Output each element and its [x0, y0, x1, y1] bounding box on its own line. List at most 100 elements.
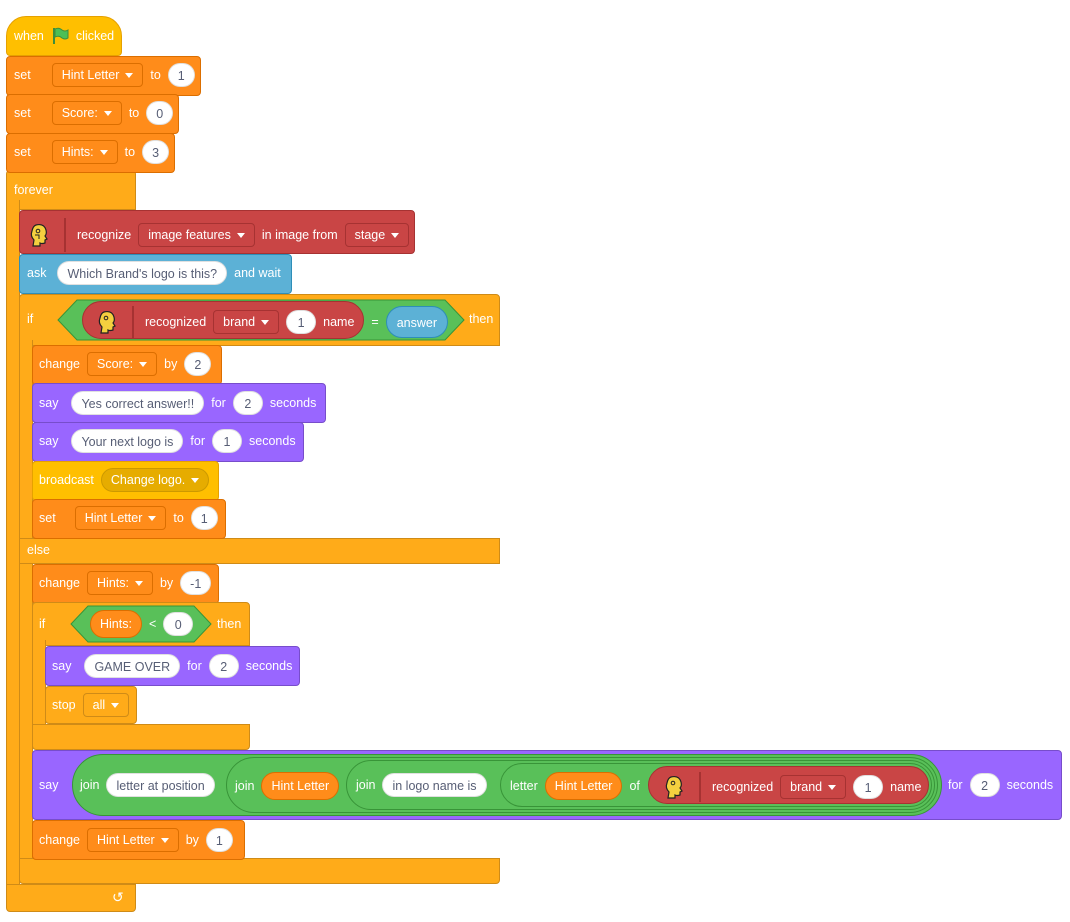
change-hint-row: change Hint Letter by 1 — [39, 828, 233, 852]
say-hint-label-row: say — [39, 778, 58, 792]
dropdown-caret-icon — [828, 784, 837, 790]
message-dropdown[interactable]: Change logo. — [100, 468, 210, 492]
change-hints-row: change Hints: by -1 — [39, 571, 212, 595]
say-over-row: say GAME OVER for 2 seconds — [52, 654, 292, 678]
recognized-label: recognized — [712, 780, 774, 794]
message-input[interactable]: GAME OVER — [84, 654, 181, 678]
value-input[interactable]: 1 — [190, 506, 218, 530]
text-input[interactable]: in logo name is — [382, 773, 487, 797]
value-input[interactable]: 1 — [205, 828, 233, 852]
brand-dropdown[interactable]: brand — [213, 310, 280, 334]
to-label: to — [150, 68, 161, 82]
recognize-mode-dropdown[interactable]: image features — [138, 223, 255, 247]
say-label: say — [39, 778, 59, 792]
dropdown-caret-icon — [103, 110, 112, 116]
value-input[interactable]: 0 — [146, 101, 174, 125]
change-label: change — [39, 357, 81, 371]
say-label: say — [39, 396, 59, 410]
answer-reporter[interactable]: answer — [385, 306, 449, 338]
change-label: change — [39, 833, 81, 847]
join-label: join — [235, 779, 255, 793]
dropdown-caret-icon — [139, 361, 148, 367]
if-else-bottom — [19, 858, 500, 884]
if-label: if — [39, 617, 46, 631]
value-input[interactable]: 1 — [167, 63, 195, 87]
hints-variable-reporter[interactable]: Hints: — [90, 610, 142, 638]
green-flag-icon — [52, 27, 69, 44]
variable-dropdown[interactable]: Hint Letter — [74, 506, 167, 530]
seconds-label: seconds — [249, 434, 296, 448]
recognized-label: recognized — [145, 315, 207, 329]
change-score-row: change Score: by 2 — [39, 352, 212, 376]
broadcast-label: broadcast — [39, 473, 94, 487]
less-than-label: < — [148, 617, 157, 631]
variable-dropdown[interactable]: Hint Letter — [51, 63, 144, 87]
say-hint-secs-row: for 2 seconds — [948, 773, 1053, 797]
hat-row: when clicked — [14, 27, 114, 45]
forever-row: forever — [14, 183, 53, 197]
variable-dropdown[interactable]: Hint Letter — [87, 828, 179, 852]
join1-row: join letter at position — [80, 773, 215, 797]
then-row: then — [469, 312, 493, 326]
if-arm — [32, 640, 46, 730]
variable-dropdown[interactable]: Hints: — [51, 140, 118, 164]
change-label: change — [39, 576, 81, 590]
ask-label: ask — [27, 266, 47, 280]
by-label: by — [159, 576, 174, 590]
question-input[interactable]: Which Brand's logo is this? — [57, 261, 228, 285]
say-correct-row: say Yes correct answer!! for 2 seconds — [39, 391, 316, 415]
hint-letter-variable-reporter[interactable]: Hint Letter — [261, 772, 340, 800]
message-input[interactable]: Your next logo is — [71, 429, 184, 453]
if-else-arm — [19, 340, 33, 880]
if-bottom — [32, 724, 250, 750]
equals-label: = — [371, 315, 379, 329]
letter-of-row: letter Hint Letter of — [510, 772, 640, 800]
set-score-row: set Score: to 0 — [14, 101, 174, 125]
seconds-input[interactable]: 2 — [969, 773, 1000, 797]
else-label-row: else — [27, 543, 50, 557]
variable-dropdown[interactable]: Hints: — [87, 571, 153, 595]
for-label: for — [187, 659, 202, 673]
stop-option-dropdown[interactable]: all — [82, 693, 130, 717]
hint-letter-variable-reporter[interactable]: Hint Letter — [544, 772, 623, 800]
join-label: join — [356, 778, 376, 792]
if2-label-row: if — [39, 617, 45, 631]
ask-row: ask Which Brand's logo is this? and wait — [27, 261, 281, 285]
value-input[interactable]: 3 — [142, 140, 170, 164]
face-head-icon — [665, 775, 683, 799]
forever-bottom — [6, 884, 136, 912]
set-label: set — [14, 68, 31, 82]
value-input[interactable]: 2 — [184, 352, 212, 376]
if-label: if — [27, 312, 34, 326]
name-label: name — [323, 315, 355, 329]
loop-arrow-icon: ↺ — [112, 889, 124, 905]
index-input[interactable]: 1 — [286, 310, 317, 334]
set-hint2-row: set Hint Letter to 1 — [39, 506, 218, 530]
of-label: of — [629, 779, 640, 793]
seconds-input[interactable]: 2 — [208, 654, 239, 678]
value-input[interactable]: -1 — [180, 571, 212, 595]
and-wait-label: and wait — [234, 266, 281, 280]
value-input[interactable]: 0 — [163, 612, 194, 636]
to-label: to — [173, 511, 184, 525]
seconds-input[interactable]: 2 — [232, 391, 263, 415]
broadcast-row: broadcast Change logo. — [39, 468, 210, 492]
for-label: for — [948, 778, 963, 792]
text-input[interactable]: letter at position — [106, 773, 215, 797]
brand-dropdown[interactable]: brand — [780, 775, 847, 799]
dropdown-caret-icon — [236, 232, 245, 238]
message-input[interactable]: Yes correct answer!! — [71, 391, 205, 415]
variable-dropdown[interactable]: Score: — [87, 352, 158, 376]
say-label: say — [52, 659, 72, 673]
index-input[interactable]: 1 — [853, 775, 884, 799]
variable-dropdown[interactable]: Score: — [51, 101, 122, 125]
join-label: join — [80, 778, 100, 792]
seconds-label: seconds — [1006, 778, 1054, 792]
recognize-source-dropdown[interactable]: stage — [344, 223, 410, 247]
set-label: set — [39, 511, 56, 525]
dropdown-caret-icon — [99, 149, 108, 155]
dropdown-caret-icon — [391, 232, 400, 238]
if1-condition-row: recognized brand 1 name = answer — [95, 306, 449, 338]
if2-condition-row: Hints: < 0 — [90, 610, 194, 638]
seconds-input[interactable]: 1 — [212, 429, 243, 453]
